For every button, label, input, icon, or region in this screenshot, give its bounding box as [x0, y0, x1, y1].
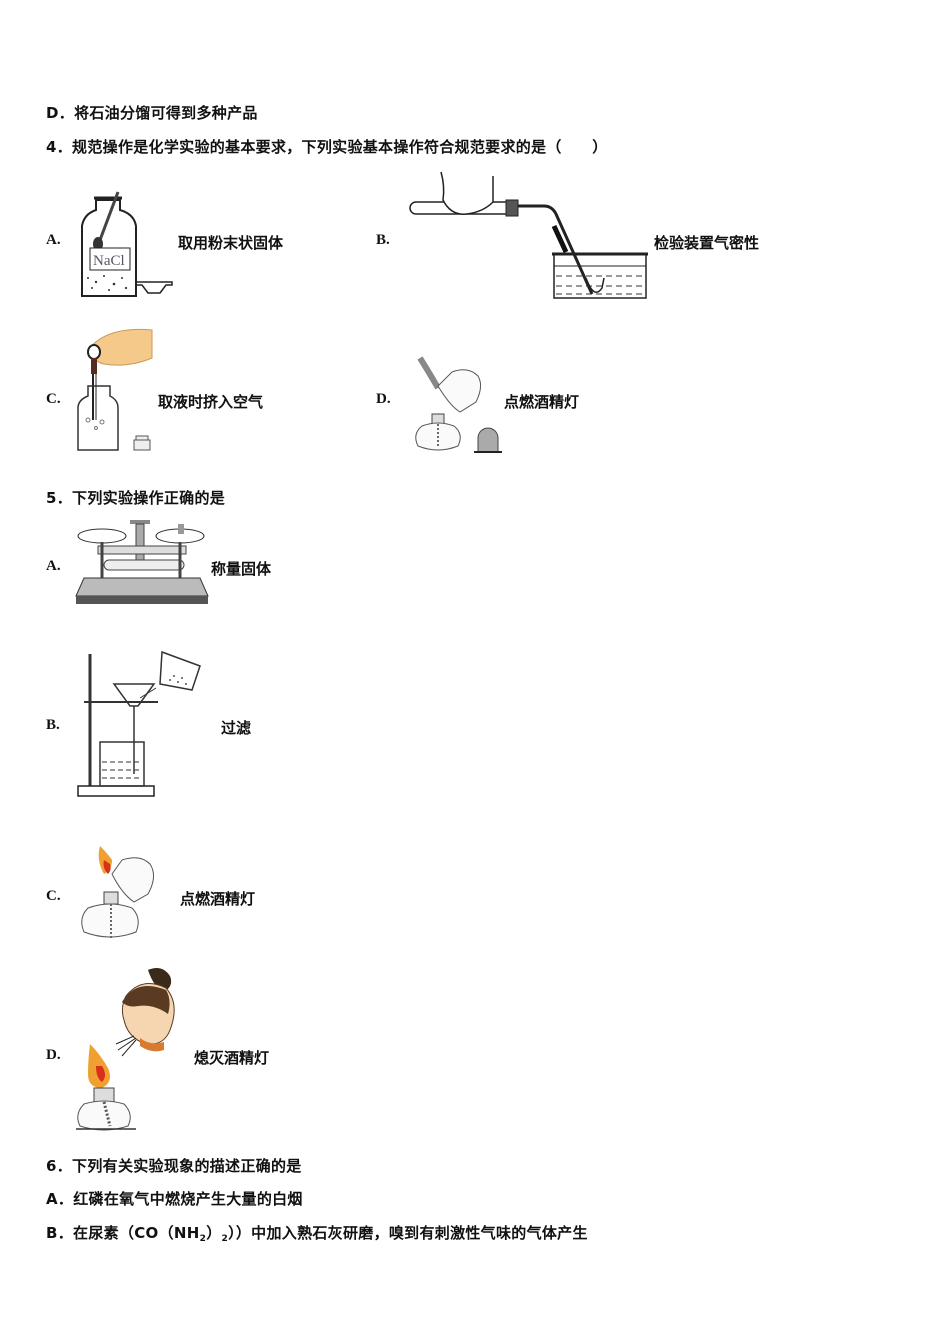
- q5-option-d-label: D.: [46, 1047, 61, 1063]
- q5-option-a-label: A.: [46, 558, 61, 574]
- subscript: 2: [221, 1234, 229, 1244]
- q6-option-b: B．在尿素（CO（NH2）2））中加入熟石灰研磨，嗅到有刺激性气味的气体产生: [46, 1222, 588, 1244]
- q4-option-c-caption: 取液时挤入空气: [158, 393, 264, 411]
- q5-option-d-caption: 熄灭酒精灯: [194, 1049, 270, 1067]
- q6-stem: 6．下列有关实验现象的描述正确的是: [46, 1155, 302, 1176]
- q5-option-c-caption: 点燃酒精灯: [180, 890, 256, 908]
- dropper-bottle-icon: [74, 328, 158, 458]
- option-label: D．: [46, 104, 75, 122]
- option-text: 红磷在氧气中燃烧产生大量的白烟: [73, 1190, 303, 1208]
- option-label: B．: [46, 1224, 74, 1242]
- question-number: 6．: [46, 1157, 73, 1175]
- option-label: A．: [46, 1190, 74, 1208]
- q6-option-a: A．红磷在氧气中燃烧产生大量的白烟: [46, 1188, 303, 1209]
- q4-option-b-caption: 检验装置气密性: [654, 234, 760, 252]
- question-number: 4．: [46, 138, 73, 156]
- option-text-after: ））中加入熟石灰研磨，嗅到有刺激性气味的气体产生: [228, 1224, 588, 1242]
- q4-stem: 4．规范操作是化学实验的基本要求，下列实验基本操作符合规范要求的是（ ）: [46, 136, 608, 157]
- q3-option-d: D．将石油分馏可得到多种产品: [46, 102, 258, 123]
- option-text: 将石油分馏可得到多种产品: [74, 104, 258, 122]
- lamp-to-lamp-lighting-icon: [74, 842, 170, 950]
- q4-option-a-caption: 取用粉末状固体: [178, 234, 284, 252]
- q4-option-b-label: B.: [376, 232, 390, 248]
- question-text: 规范操作是化学实验的基本要求，下列实验基本操作符合规范要求的是（ ）: [72, 138, 608, 156]
- q4-option-d-label: D.: [376, 391, 391, 407]
- blowing-out-lamp-icon: [74, 966, 184, 1132]
- filtration-apparatus-icon: [74, 650, 204, 800]
- q4-option-d-caption: 点燃酒精灯: [504, 393, 580, 411]
- q5-stem: 5．下列实验操作正确的是: [46, 487, 225, 508]
- option-text-before: 在尿素（CO（NH: [73, 1224, 200, 1242]
- lamp-to-lamp-lighting-icon: [406, 356, 506, 456]
- test-tube-airtightness-icon: [406, 168, 651, 300]
- q5-option-c-label: C.: [46, 888, 61, 904]
- question-text: 下列实验操作正确的是: [72, 489, 226, 507]
- wide-mouth-bottle-spoon-icon: NaCl: [74, 190, 176, 300]
- subscript: 2: [199, 1234, 207, 1244]
- q5-option-a-caption: 称量固体: [211, 560, 272, 578]
- svg-text:NaCl: NaCl: [93, 253, 125, 269]
- balance-scale-icon: [74, 518, 210, 608]
- question-text: 下列有关实验现象的描述正确的是: [72, 1157, 302, 1175]
- q4-option-a-label: A.: [46, 232, 61, 248]
- q5-option-b-caption: 过滤: [221, 719, 252, 737]
- q5-option-b-label: B.: [46, 717, 60, 733]
- q4-option-c-label: C.: [46, 391, 61, 407]
- option-text-mid: ）: [206, 1224, 222, 1242]
- question-number: 5．: [46, 489, 73, 507]
